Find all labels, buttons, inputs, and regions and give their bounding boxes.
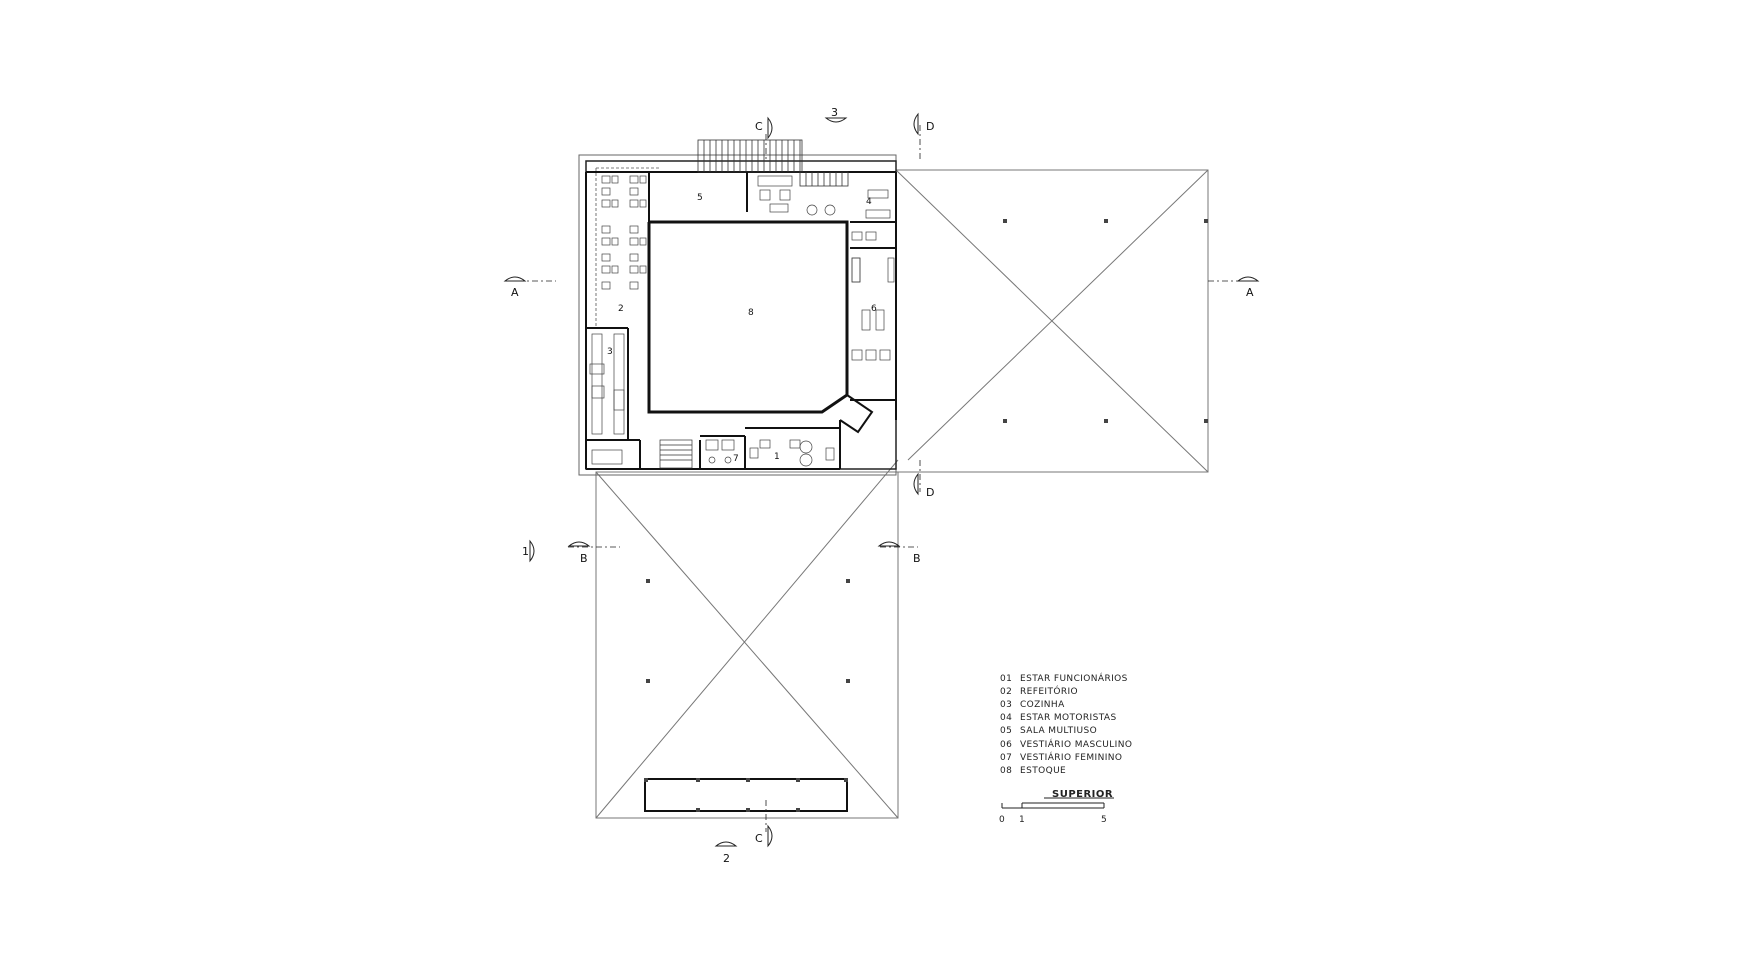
section-marker-d-bottom: D [926, 486, 934, 499]
scale-bar [1001, 797, 1114, 809]
elevation-marker-2: 2 [723, 852, 730, 865]
section-marker-b-right: B [913, 552, 921, 565]
section-marker-a-right: A [1246, 286, 1254, 299]
room-label-5: 5 [697, 193, 703, 203]
legend-name: ESTAR FUNCIONÁRIOS [1020, 673, 1128, 684]
section-arrow-icons [503, 112, 1260, 848]
legend-row: 07 VESTIÁRIO FEMININO [1000, 751, 1132, 764]
interior-walls [586, 172, 896, 469]
locker-fixtures [851, 231, 895, 361]
section-marker-c-top: C [755, 120, 763, 133]
refectory-tables [601, 175, 647, 290]
legend-name: COZINHA [1020, 699, 1065, 710]
room-label-4: 4 [866, 197, 872, 207]
roof-columns-south [646, 579, 850, 683]
south-bench-structure [644, 778, 848, 812]
legend-row: 03 COZINHA [1000, 698, 1132, 711]
legend-number: 07 [1000, 752, 1013, 763]
room-label-3: 3 [607, 347, 613, 357]
legend-row: 02 REFEITÓRIO [1000, 685, 1132, 698]
room-label-8: 8 [748, 308, 754, 318]
section-marker-c-bottom: C [755, 832, 763, 845]
room-legend: 01 ESTAR FUNCIONÁRIOS 02 REFEITÓRIO 03 COZINH… [1000, 672, 1132, 778]
lounge-stair [799, 171, 849, 187]
staff-lounge-furniture [749, 439, 835, 467]
legend-row: 05 SALA MULTIUSO [1000, 725, 1132, 738]
refectory-edge [595, 167, 660, 326]
legend-name: VESTIÁRIO MASCULINO [1020, 739, 1133, 750]
north-stair [697, 139, 803, 173]
legend-row: 04 ESTAR MOTORISTAS [1000, 712, 1132, 725]
kitchen-fixtures [589, 333, 625, 465]
legend-name: ESTAR MOTORISTAS [1020, 713, 1117, 724]
legend-number: 02 [1000, 686, 1013, 697]
section-marker-d-top: D [926, 120, 934, 133]
room-label-6: 6 [871, 304, 877, 314]
legend-name: REFEITÓRIO [1020, 686, 1079, 697]
roof-columns-east [1003, 219, 1208, 423]
elevation-marker-3: 3 [831, 106, 838, 119]
legend-name: VESTIÁRIO FEMININO [1020, 752, 1123, 763]
legend-row: 08 ESTOQUE [1000, 764, 1132, 777]
legend-number: 06 [1000, 739, 1013, 750]
room-label-2: 2 [618, 304, 624, 314]
scale-title: SUPERIOR [1052, 789, 1114, 800]
bottom-stair [659, 439, 693, 469]
legend-number: 01 [1000, 673, 1013, 684]
scale-tick-1: 1 [1019, 815, 1025, 825]
room-label-7: 7 [733, 454, 739, 464]
legend-number: 03 [1000, 699, 1013, 710]
legend-number: 08 [1000, 765, 1013, 776]
section-marker-a-left: A [511, 286, 519, 299]
scale-tick-0: 0 [999, 815, 1005, 825]
legend-number: 05 [1000, 726, 1013, 737]
section-marker-b-left: B [580, 552, 588, 565]
building-outline [578, 154, 897, 476]
legend-number: 04 [1000, 713, 1013, 724]
drivers-lounge-furniture [757, 175, 891, 219]
legend-name: SALA MULTIUSO [1020, 726, 1098, 737]
elevation-marker-1: 1 [522, 545, 529, 558]
section-lines [518, 125, 1240, 832]
womens-locker-fixtures [705, 439, 735, 464]
legend-row: 06 VESTIÁRIO MASCULINO [1000, 738, 1132, 751]
legend-name: ESTOQUE [1020, 765, 1067, 776]
roof-canopy-south [595, 459, 899, 819]
room-label-1: 1 [774, 452, 780, 462]
roof-canopy-east [895, 169, 1209, 473]
legend-row: 01 ESTAR FUNCIONÁRIOS [1000, 672, 1132, 685]
scale-tick-5: 5 [1101, 815, 1107, 825]
